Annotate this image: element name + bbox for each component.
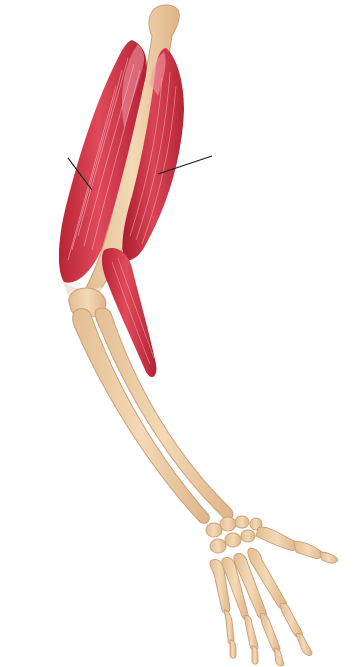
carpal-bones [206,516,262,553]
thumb-bones [256,527,338,563]
radius-bone [95,308,233,519]
